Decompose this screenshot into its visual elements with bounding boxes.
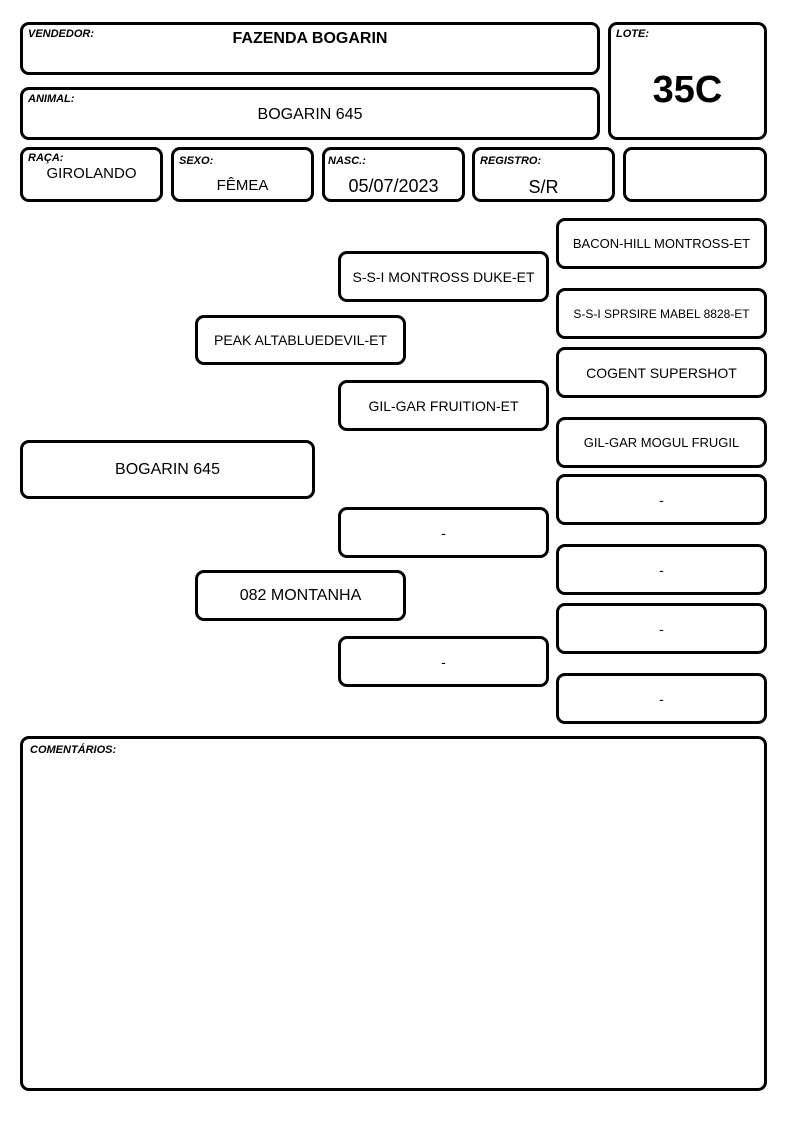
raca-box: RAÇA: GIROLANDO	[20, 147, 163, 202]
pedigree-ds-dam: -	[556, 544, 767, 595]
pedigree-animal: BOGARIN 645	[20, 440, 315, 499]
pedigree-dam-sire: -	[338, 507, 549, 558]
pedigree-sd-dam: GIL-GAR MOGUL FRUGIL	[556, 417, 767, 468]
pedigree-sire-dam: GIL-GAR FRUITION-ET	[338, 380, 549, 431]
registro-label: REGISTRO:	[480, 155, 542, 167]
pedigree-dd-dam: -	[556, 673, 767, 724]
vendedor-label: VENDEDOR:	[28, 28, 95, 40]
comments-label: COMENTÁRIOS:	[30, 744, 117, 756]
raca-value: GIROLANDO	[46, 165, 137, 182]
animal-box: ANIMAL: BOGARIN 645	[20, 87, 600, 140]
pedigree-dd-sire: -	[556, 603, 767, 654]
pedigree-ss-sire: BACON-HILL MONTROSS-ET	[556, 218, 767, 269]
extra-box	[623, 147, 767, 202]
pedigree-dam-dam: -	[338, 636, 549, 687]
raca-label: RAÇA:	[28, 152, 64, 164]
nasc-value: 05/07/2023	[348, 176, 439, 196]
nasc-label: NASC.:	[328, 155, 366, 167]
pedigree-sire-sire: S-S-I MONTROSS DUKE-ET	[338, 251, 549, 302]
comments-box: COMENTÁRIOS:	[20, 736, 767, 1091]
pedigree-dam: 082 MONTANHA	[195, 570, 406, 621]
lote-box: LOTE: 35C	[608, 22, 767, 140]
registro-value: S/R	[528, 177, 559, 197]
pedigree-sire: PEAK ALTABLUEDEVIL-ET	[195, 315, 406, 365]
animal-value: BOGARIN 645	[257, 106, 363, 123]
animal-label: ANIMAL:	[28, 93, 75, 105]
sexo-box: SEXO: FÊMEA	[171, 147, 314, 202]
pedigree-ss-dam: S-S-I SPRSIRE MABEL 8828-ET	[556, 288, 767, 339]
nasc-box: NASC.: 05/07/2023	[322, 147, 465, 202]
pedigree-sd-sire: COGENT SUPERSHOT	[556, 347, 767, 398]
vendedor-value: FAZENDA BOGARIN	[232, 30, 388, 47]
registro-box: REGISTRO: S/R	[472, 147, 615, 202]
lote-value: 35C	[652, 69, 723, 111]
vendedor-box: VENDEDOR: FAZENDA BOGARIN	[20, 22, 600, 75]
lote-label: LOTE:	[616, 28, 649, 40]
sexo-label: SEXO:	[179, 155, 214, 167]
sexo-value: FÊMEA	[216, 177, 269, 194]
pedigree-ds-sire: -	[556, 474, 767, 525]
